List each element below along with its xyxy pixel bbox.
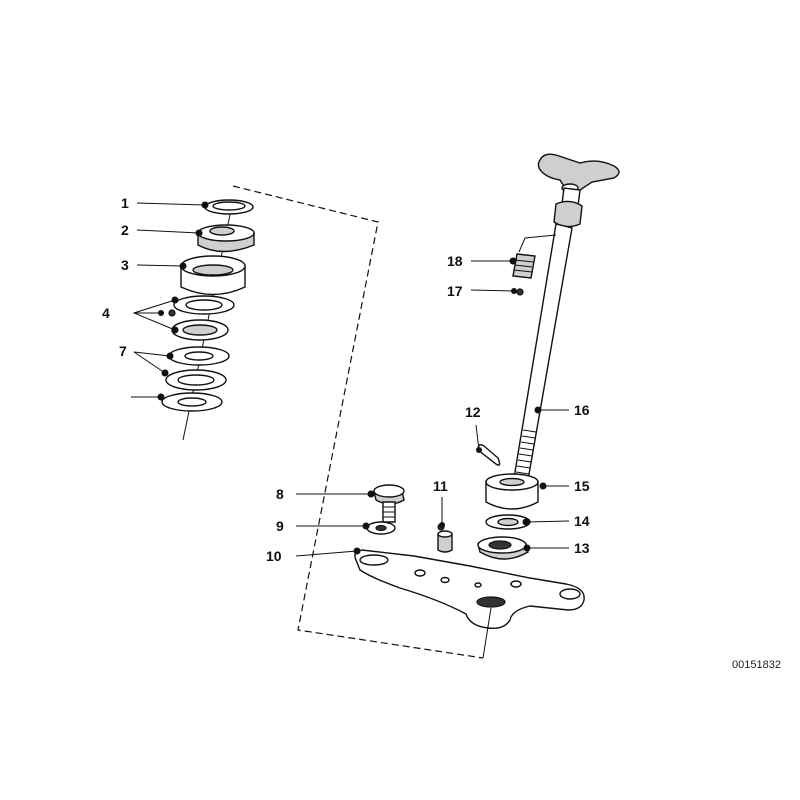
- part-13-nut: [477, 536, 529, 560]
- right-leader-lines: [295, 257, 570, 557]
- callout-3: 3: [121, 257, 129, 273]
- part-9-washer: [366, 521, 396, 535]
- callout-16: 16: [574, 402, 590, 418]
- part-7-washers: [165, 346, 230, 391]
- part-18-spring: [512, 234, 557, 279]
- callout-17: 17: [447, 283, 463, 299]
- callout-8: 8: [276, 486, 284, 502]
- callout-14: 14: [574, 513, 590, 529]
- part-4-bearing-rings: [168, 295, 235, 341]
- part-14-castle-nut: [485, 514, 531, 530]
- part-10-bridge-plate: [354, 549, 585, 630]
- callout-15: 15: [574, 478, 590, 494]
- callout-18: 18: [447, 253, 463, 269]
- callout-1: 1: [121, 195, 129, 211]
- part-17-ball: [516, 288, 524, 296]
- part-2-collar: [197, 224, 255, 253]
- part-1-ring: [204, 199, 254, 215]
- part-15-sleeve: [485, 473, 539, 510]
- part-3-bearing-race: [180, 255, 246, 296]
- bridge-lower-axis: [482, 607, 492, 659]
- part-12-split-pin: [477, 443, 501, 466]
- callout-11: 11: [433, 478, 448, 494]
- callout-10: 10: [266, 548, 282, 564]
- assembly-dashed-line: [232, 185, 484, 659]
- callout-13: 13: [574, 540, 590, 556]
- drawing-reference-number: 00151832: [732, 659, 781, 671]
- left-leader-lines: [131, 201, 209, 401]
- callout-2: 2: [121, 222, 129, 238]
- callout-4: 4: [102, 305, 110, 321]
- callout-7: 7: [119, 343, 127, 359]
- tool-rod-threads: [515, 429, 537, 475]
- callout-12: 12: [465, 404, 481, 420]
- bottom-washer: [161, 392, 223, 412]
- callout-9: 9: [276, 518, 284, 534]
- part-8-bolt: [373, 484, 405, 523]
- part-11-grease-nipple: [437, 523, 453, 553]
- part-16-tool-rod: [513, 153, 620, 481]
